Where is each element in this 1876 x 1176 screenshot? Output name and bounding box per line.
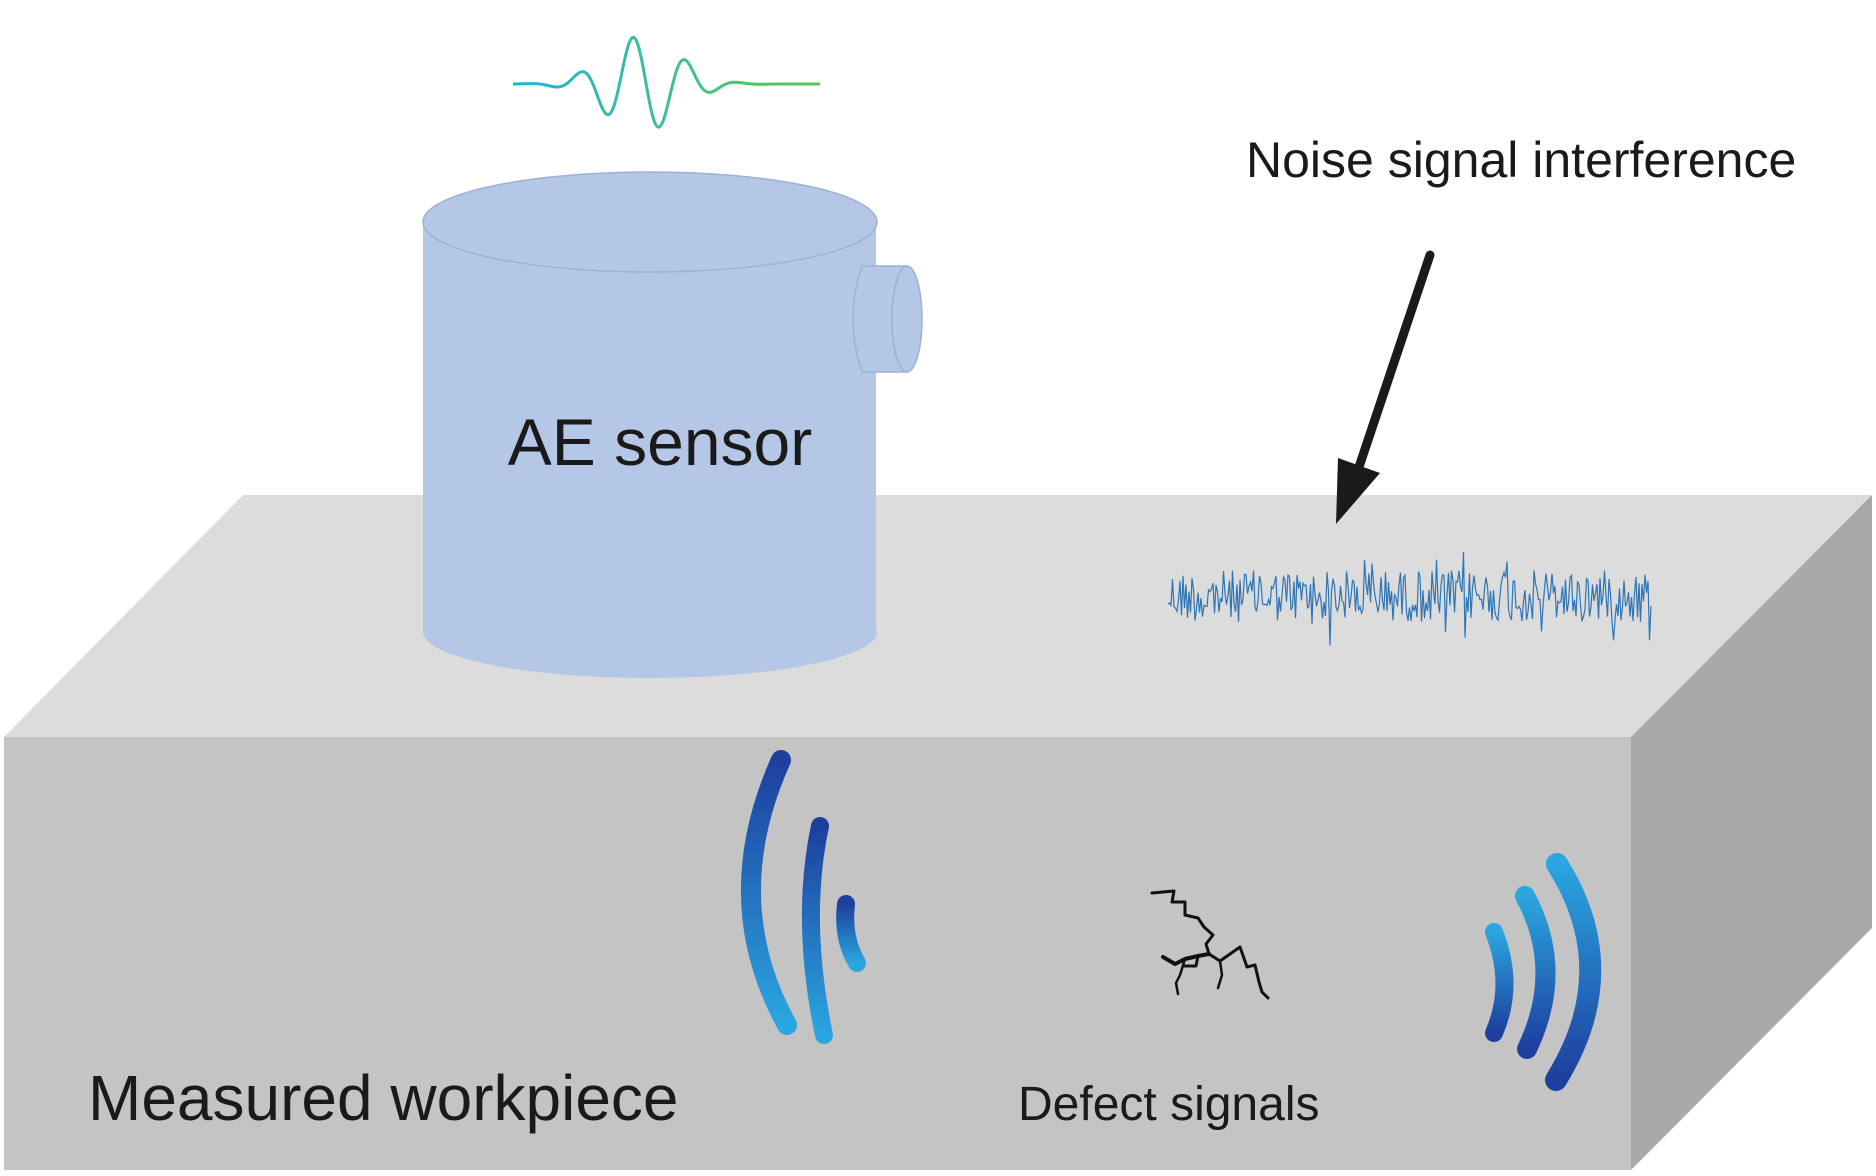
arrow-icon xyxy=(1336,250,1435,524)
sensor-connector xyxy=(852,265,923,373)
noise-waveform xyxy=(1167,551,1652,646)
sensor-top xyxy=(422,171,878,273)
workpiece-top-face xyxy=(4,495,1872,737)
ae-waveform-icon xyxy=(512,35,821,129)
ae-sensor: AE sensor xyxy=(422,171,923,678)
signal-waves-left-icon xyxy=(740,750,866,1044)
defect-label: Defect signals xyxy=(1018,1078,1319,1131)
workpiece-side-face xyxy=(1631,495,1872,1170)
noise-label: Noise signal interference xyxy=(1246,132,1796,188)
workpiece-label: Measured workpiece xyxy=(88,1062,679,1134)
sensor-body xyxy=(423,222,876,632)
sensor-label: AE sensor xyxy=(508,405,812,479)
crack-icon xyxy=(1150,889,1270,1000)
sensor-bottom xyxy=(423,586,877,678)
signal-waves-right-icon xyxy=(1485,853,1602,1091)
